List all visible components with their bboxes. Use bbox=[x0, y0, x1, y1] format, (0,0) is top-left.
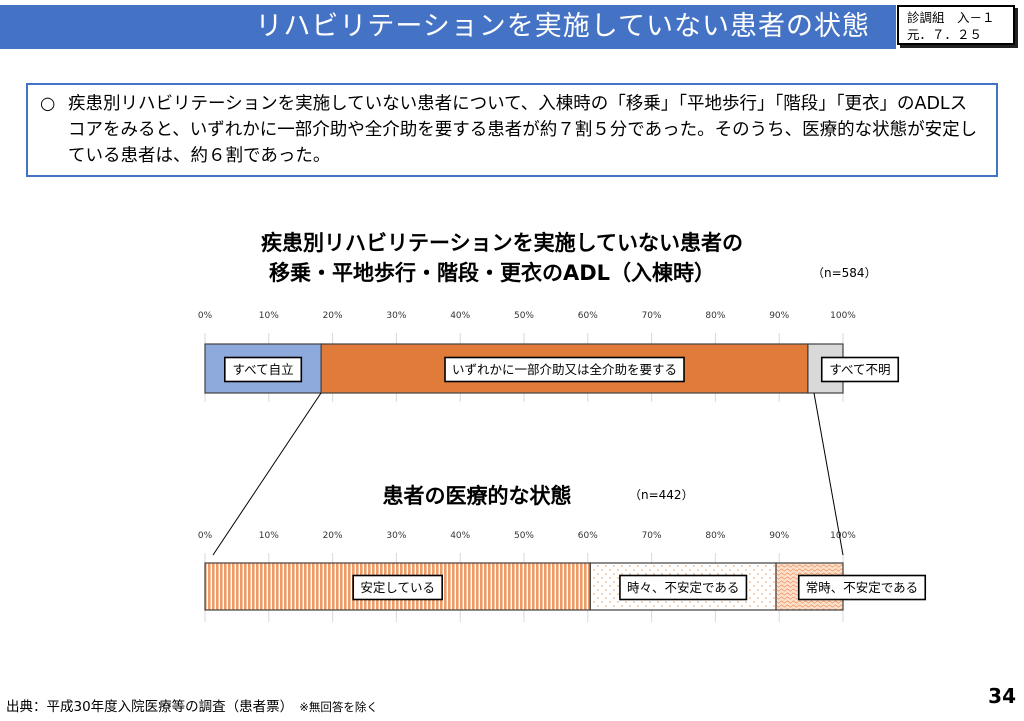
chart1: 0% 10% 20% 30% 40% 50% 60% 70% 80% 90% 100% すべて自立 いず… bbox=[198, 311, 900, 402]
tick-label: 30% bbox=[386, 531, 406, 541]
tick-label: 40% bbox=[450, 311, 470, 321]
data-label: すべて不明 bbox=[829, 362, 890, 377]
chart1-title-line2: 移乗・平地歩行・階段・更衣のADL（入棟時） bbox=[268, 261, 716, 285]
tick-label: 70% bbox=[642, 531, 662, 541]
tick-label: 0% bbox=[198, 531, 213, 541]
source-text: 出典：平成30年度入院医療等の調査（患者票） bbox=[6, 699, 294, 715]
bar-segment bbox=[204, 343, 322, 394]
chart1-n-label: （n=584） bbox=[812, 266, 877, 280]
bar-segment bbox=[589, 562, 777, 611]
data-label-box bbox=[352, 574, 443, 601]
tick-label: 80% bbox=[705, 531, 725, 541]
tick-label: 50% bbox=[514, 531, 534, 541]
bar-segment bbox=[320, 343, 809, 394]
tick-label: 20% bbox=[323, 531, 343, 541]
data-label: すべて自立 bbox=[232, 362, 293, 377]
zoom-connector-lines bbox=[212, 392, 844, 556]
bar-segment bbox=[204, 562, 591, 611]
bar-segment bbox=[807, 343, 844, 394]
data-label-box bbox=[820, 356, 900, 383]
slide-title: リハビリテーションを実施していない患者の状態 bbox=[255, 11, 870, 42]
summary-box: ○ 疾患別リハビリテーションを実施していない患者について、入棟時の「移乗」「平地… bbox=[26, 83, 998, 177]
tick-label: 100% bbox=[830, 531, 856, 541]
data-label: 安定している bbox=[360, 580, 435, 595]
chart2-n-label: （n=442） bbox=[629, 488, 694, 502]
tick-label: 80% bbox=[705, 311, 725, 321]
tick-label: 0% bbox=[198, 311, 213, 321]
data-label-box bbox=[797, 574, 927, 601]
page-number: 34 bbox=[988, 684, 1016, 708]
data-label-box bbox=[444, 356, 685, 383]
left-connector-line bbox=[212, 392, 322, 556]
tick-label: 30% bbox=[386, 311, 406, 321]
tick-label: 70% bbox=[642, 311, 662, 321]
data-label: 常時、不安定である bbox=[806, 580, 918, 595]
document-id-line2: 元．７．２５ bbox=[907, 27, 983, 42]
bar-segment bbox=[775, 562, 844, 611]
tick-label: 20% bbox=[323, 311, 343, 321]
chart2-title: 患者の医療的な状態 bbox=[382, 484, 572, 508]
document-id-line1: 診調組 入－１ bbox=[907, 10, 995, 25]
right-connector-line bbox=[813, 392, 844, 556]
document-id-box: 診調組 入－１ 元．７．２５ bbox=[897, 5, 1015, 45]
tick-label: 90% bbox=[769, 531, 789, 541]
tick-label: 50% bbox=[514, 311, 534, 321]
source-citation: 出典：平成30年度入院医療等の調査（患者票） ※無回答を除く bbox=[6, 695, 378, 715]
data-label-box bbox=[619, 574, 748, 601]
data-label: 時々、不安定である bbox=[627, 580, 739, 595]
header-bar bbox=[0, 5, 896, 49]
tick-label: 100% bbox=[830, 311, 856, 321]
slide-header: リハビリテーションを実施していない患者の状態 診調組 入－１ 元．７．２５ bbox=[0, 0, 1024, 52]
chart2: 0% 10% 20% 30% 40% 50% 60% 70% 80% 90% 100% 安定している 時… bbox=[198, 531, 927, 622]
data-label-box bbox=[224, 356, 303, 383]
data-label: いずれかに一部介助又は全介助を要する bbox=[452, 362, 677, 377]
source-note: ※無回答を除く bbox=[299, 700, 378, 714]
summary-bullet: ○ bbox=[40, 94, 56, 114]
tick-label: 90% bbox=[769, 311, 789, 321]
tick-label: 10% bbox=[259, 531, 279, 541]
summary-text: 疾患別リハビリテーションを実施していない患者について、入棟時の「移乗」「平地歩行… bbox=[68, 94, 978, 166]
tick-label: 60% bbox=[578, 311, 598, 321]
chart1-title-line1: 疾患別リハビリテーションを実施していない患者の bbox=[261, 231, 743, 255]
tick-label: 40% bbox=[450, 531, 470, 541]
tick-label: 10% bbox=[259, 311, 279, 321]
tick-label: 60% bbox=[578, 531, 598, 541]
